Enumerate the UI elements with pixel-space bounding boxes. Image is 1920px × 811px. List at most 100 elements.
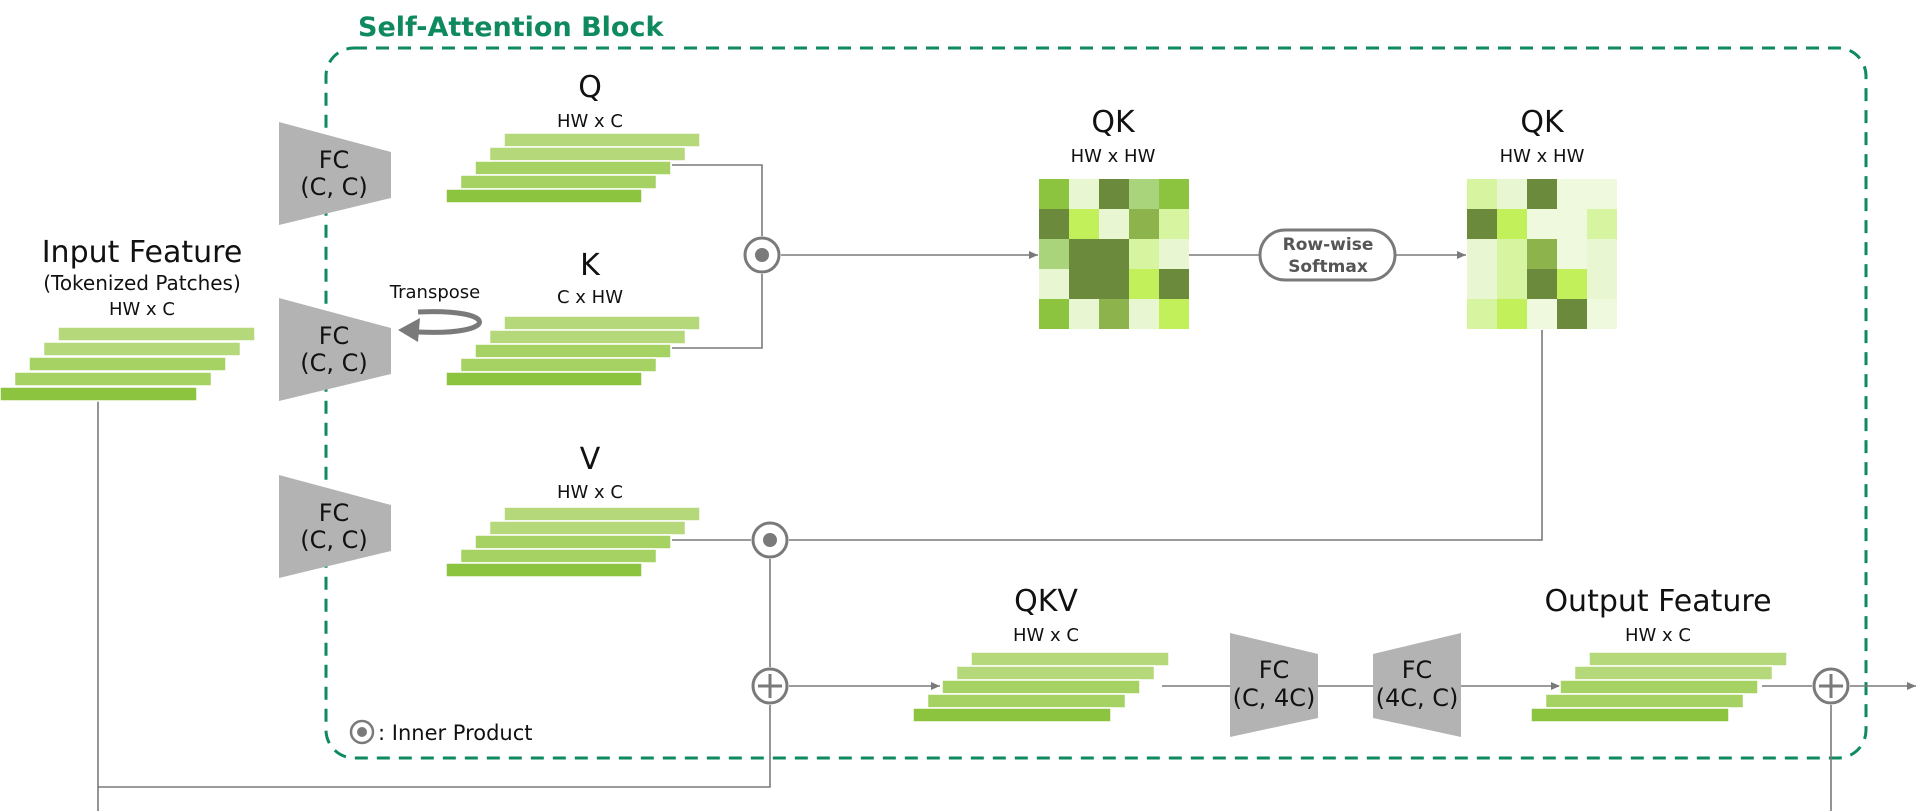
svg-text:FC: FC [319,499,350,527]
matrix-cell [1069,299,1099,329]
svg-text:FC: FC [319,322,350,350]
feature-layer [474,534,672,550]
matrix-cell [1527,299,1557,329]
matrix-cell [1497,209,1527,239]
matrix-cell [1069,269,1099,299]
inner-product-qk-icon [743,236,781,274]
feature-layer [1588,651,1788,667]
matrix-cell [1099,209,1129,239]
transpose-label: Transpose [389,282,480,303]
matrix-cell [1129,179,1159,209]
feature-layer [1573,665,1774,681]
inner-product-v-icon [751,521,789,559]
matrix-cell [1557,209,1587,239]
matrix-cell [1159,299,1189,329]
matrix-cell [1467,209,1497,239]
residual-add-icon [751,667,789,705]
feature-layer [970,651,1170,667]
feature-layer [459,174,658,190]
fc-q-layer: FC (C, C) [279,122,391,225]
input-feature-subtitle: (Tokenized Patches) [43,271,241,295]
input-feature-title: Input Feature [42,235,243,270]
feature-layer [13,371,213,387]
q-title: Q [578,70,602,105]
matrix-cell [1159,209,1189,239]
v-title: V [580,442,601,477]
feature-layer [0,386,198,402]
matrix-cell [1129,269,1159,299]
qk-after-matrix [1467,179,1617,329]
matrix-cell [1467,239,1497,269]
output-feature-dims: HW x C [1625,625,1691,646]
matrix-cell [1527,209,1557,239]
matrix-cell [1099,269,1129,299]
legend: : Inner Product [349,719,533,745]
feature-layer [503,506,701,522]
feature-layer [503,315,701,331]
matrix-cell [1467,299,1497,329]
matrix-cell [1587,269,1617,299]
q-stack [445,132,701,204]
matrix-cell [1497,299,1527,329]
output-feature-stack [1530,651,1788,723]
matrix-cell [1039,239,1069,269]
qkv-title: QKV [1014,584,1078,619]
feature-layer [1559,679,1759,695]
matrix-cell [1467,179,1497,209]
matrix-cell [1557,269,1587,299]
matrix-cell [1159,269,1189,299]
feature-layer [445,371,643,387]
feature-layer [445,562,643,578]
fc-v-layer: FC (C, C) [279,475,391,578]
softmax-box: Row-wise Softmax [1258,228,1397,282]
transpose-arrow-icon [398,309,482,342]
matrix-cell [1159,239,1189,269]
matrix-cell [1527,239,1557,269]
matrix-cell [1587,239,1617,269]
matrix-cell [1039,179,1069,209]
k-dims: C x HW [557,287,623,308]
matrix-cell [1587,179,1617,209]
matrix-cell [1069,179,1099,209]
softmax-line1: Row-wise [1283,235,1374,255]
matrix-cell [1069,209,1099,239]
q-to-dot-line [672,164,763,236]
qkv-dims: HW x C [1013,625,1079,646]
feature-layer [474,160,672,176]
fc-reduce-layer: FC (4C, C) [1373,633,1461,737]
self-attention-block-border [324,46,1868,760]
k-to-dot-line [672,274,763,349]
feature-layer [1530,707,1730,723]
q-dims: HW x C [557,111,623,132]
v-dims: HW x C [557,482,623,503]
matrix-cell [1527,179,1557,209]
qk-before-title: QK [1091,105,1136,140]
feature-layer [445,188,643,204]
feature-layer [57,326,256,342]
qkv-stack [912,651,1170,723]
feature-layer [488,329,687,345]
svg-text:(4C, C): (4C, C) [1376,684,1459,712]
matrix-cell [1039,299,1069,329]
svg-text:(C, 4C): (C, 4C) [1233,684,1316,712]
input-feature-dims: HW x C [109,299,175,320]
svg-text:FC: FC [319,146,350,174]
feature-layer [1544,693,1745,709]
svg-text:(C, C): (C, C) [300,173,368,201]
v-stack [445,506,701,578]
fc-k-layer: FC (C, C) [279,298,391,401]
matrix-cell [1129,209,1159,239]
matrix-cell [1497,269,1527,299]
feature-layer [459,548,658,564]
matrix-cell [1557,179,1587,209]
svg-text:(C, C): (C, C) [300,526,368,554]
matrix-cell [1099,299,1129,329]
qk-to-v-dot-line [789,330,1543,541]
fc-expand-layer: FC (C, 4C) [1230,633,1318,737]
feature-layer [955,665,1156,681]
k-stack [445,315,701,387]
svg-text:FC: FC [1259,656,1290,684]
qk-after-title: QK [1520,105,1565,140]
matrix-cell [1039,269,1069,299]
matrix-cell [1587,209,1617,239]
